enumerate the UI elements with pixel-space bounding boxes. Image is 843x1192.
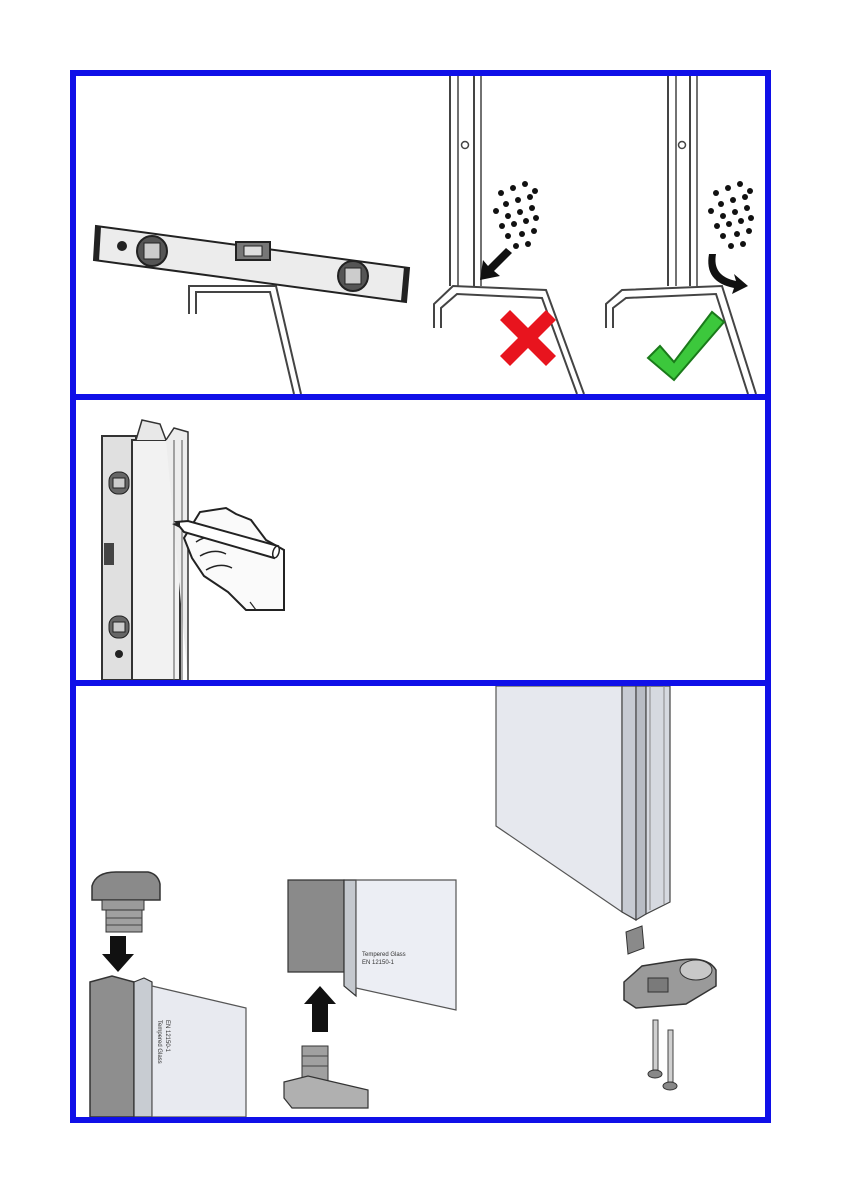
spirit-level-icon	[94, 226, 409, 302]
check-mark	[648, 312, 724, 380]
bottom-end-cap: Tempered Glass EN 12150-1	[284, 880, 456, 1117]
screw-icon	[663, 1030, 677, 1090]
arrow-down-left-icon	[480, 248, 512, 280]
spirit-level-on-tray	[94, 226, 409, 394]
glass-panel-bottom	[496, 686, 670, 920]
top-cap-glass-code: EN 12150-1	[164, 1020, 170, 1053]
top-cap-glass-label: Tempered Glass	[156, 1020, 162, 1064]
wrong-profile-slope	[434, 76, 584, 394]
bracket-and-screws	[624, 926, 716, 1090]
bottom-cap-glass-label: Tempered Glass	[362, 952, 406, 958]
panel-fit-end-caps: Tempered Glass EN 12150-1 Tempered Glass…	[76, 686, 765, 1117]
level-against-wall-profile	[102, 420, 188, 680]
screw-icon	[648, 1020, 662, 1078]
water-drops-icon	[493, 181, 539, 249]
curved-arrow-icon	[708, 254, 748, 294]
cross-mark	[500, 310, 556, 366]
panel-level-check	[76, 76, 765, 394]
top-end-cap: Tempered Glass EN 12150-1	[90, 864, 248, 1117]
panel-mark-drill-holes	[76, 400, 765, 680]
correct-profile-slope	[606, 76, 756, 394]
bottom-cap-glass-code: EN 12150-1	[362, 960, 395, 966]
water-drops-icon	[708, 181, 754, 249]
hand-with-pencil	[172, 508, 284, 610]
